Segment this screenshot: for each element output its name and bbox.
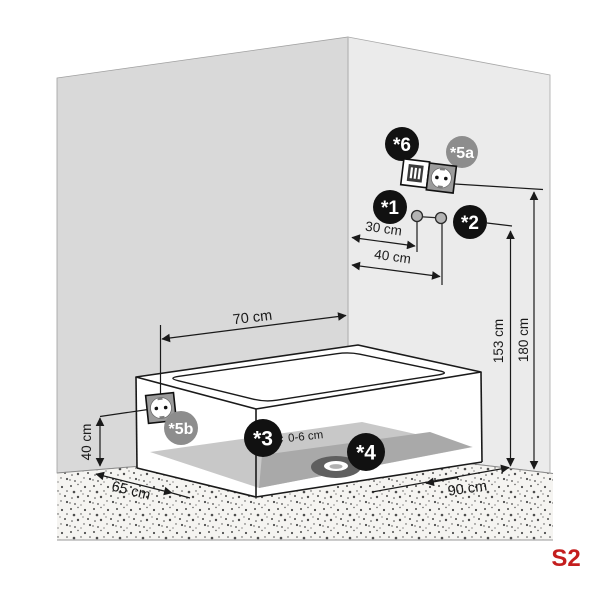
- mount-point-dot-2: [434, 211, 448, 225]
- dim-line-65cm: [95, 471, 173, 496]
- marker-2-label: *2: [461, 213, 479, 234]
- marker-5a: *5a: [446, 136, 478, 168]
- marker-6-label: *6: [393, 135, 411, 156]
- marker-5a-label: *5a: [450, 145, 474, 162]
- dim-line-70cm: [161, 312, 347, 343]
- marker-4: *4: [347, 433, 385, 471]
- tub-outline: [135, 344, 483, 498]
- dim-line-90cm: [371, 464, 510, 493]
- switch-bar-3: [417, 168, 422, 180]
- dimension-lines: [95, 183, 544, 499]
- sheet-code: S2: [551, 545, 580, 572]
- marker-1: *1: [373, 190, 407, 224]
- reference-line-40cm-left: [99, 408, 149, 418]
- dim-line-30cm: [351, 234, 416, 250]
- dim-label-180cm: 180 cm: [516, 318, 531, 362]
- dim-label-40cm-top: 40 cm: [373, 247, 411, 267]
- marker-1-label: *1: [381, 198, 399, 219]
- dim-label-90cm: 90 cm: [447, 478, 488, 499]
- wall-outlet-unit: [399, 157, 458, 194]
- switch-bar-2: [413, 167, 418, 179]
- dim-label-40cm-left: 40 cm: [79, 424, 94, 461]
- switch-bar-1: [409, 167, 414, 179]
- marker-5b-label: *5b: [169, 421, 194, 438]
- marker-3-label: *3: [253, 428, 273, 451]
- dim-label-70cm: 70 cm: [232, 308, 273, 329]
- reference-line-180cm: [454, 183, 544, 191]
- schuko-socket-5b-icon: [144, 391, 178, 425]
- dim-line-40cm-top: [351, 261, 441, 280]
- marker-4-label: *4: [356, 442, 376, 465]
- marker-3: *3: [244, 419, 282, 457]
- marker-5b: *5b: [164, 411, 198, 445]
- extension-line-65cm: [171, 492, 191, 499]
- bathtub: [135, 344, 483, 498]
- marker-6: *6: [385, 127, 419, 161]
- tub-inner-rim: [172, 352, 446, 402]
- dim-label-0-6cm: 0-6 cm: [288, 429, 324, 445]
- schuko-socket-icon: [425, 162, 458, 194]
- marker-2: *2: [453, 205, 487, 239]
- dim-arrow-90cm-left: [425, 476, 459, 487]
- tub-outlet-unit: [144, 391, 178, 425]
- reference-line-153cm: [486, 222, 513, 227]
- drain-icon: [311, 456, 361, 478]
- mount-point-dot-1: [410, 209, 424, 223]
- dim-label-153cm: 153 cm: [491, 319, 506, 363]
